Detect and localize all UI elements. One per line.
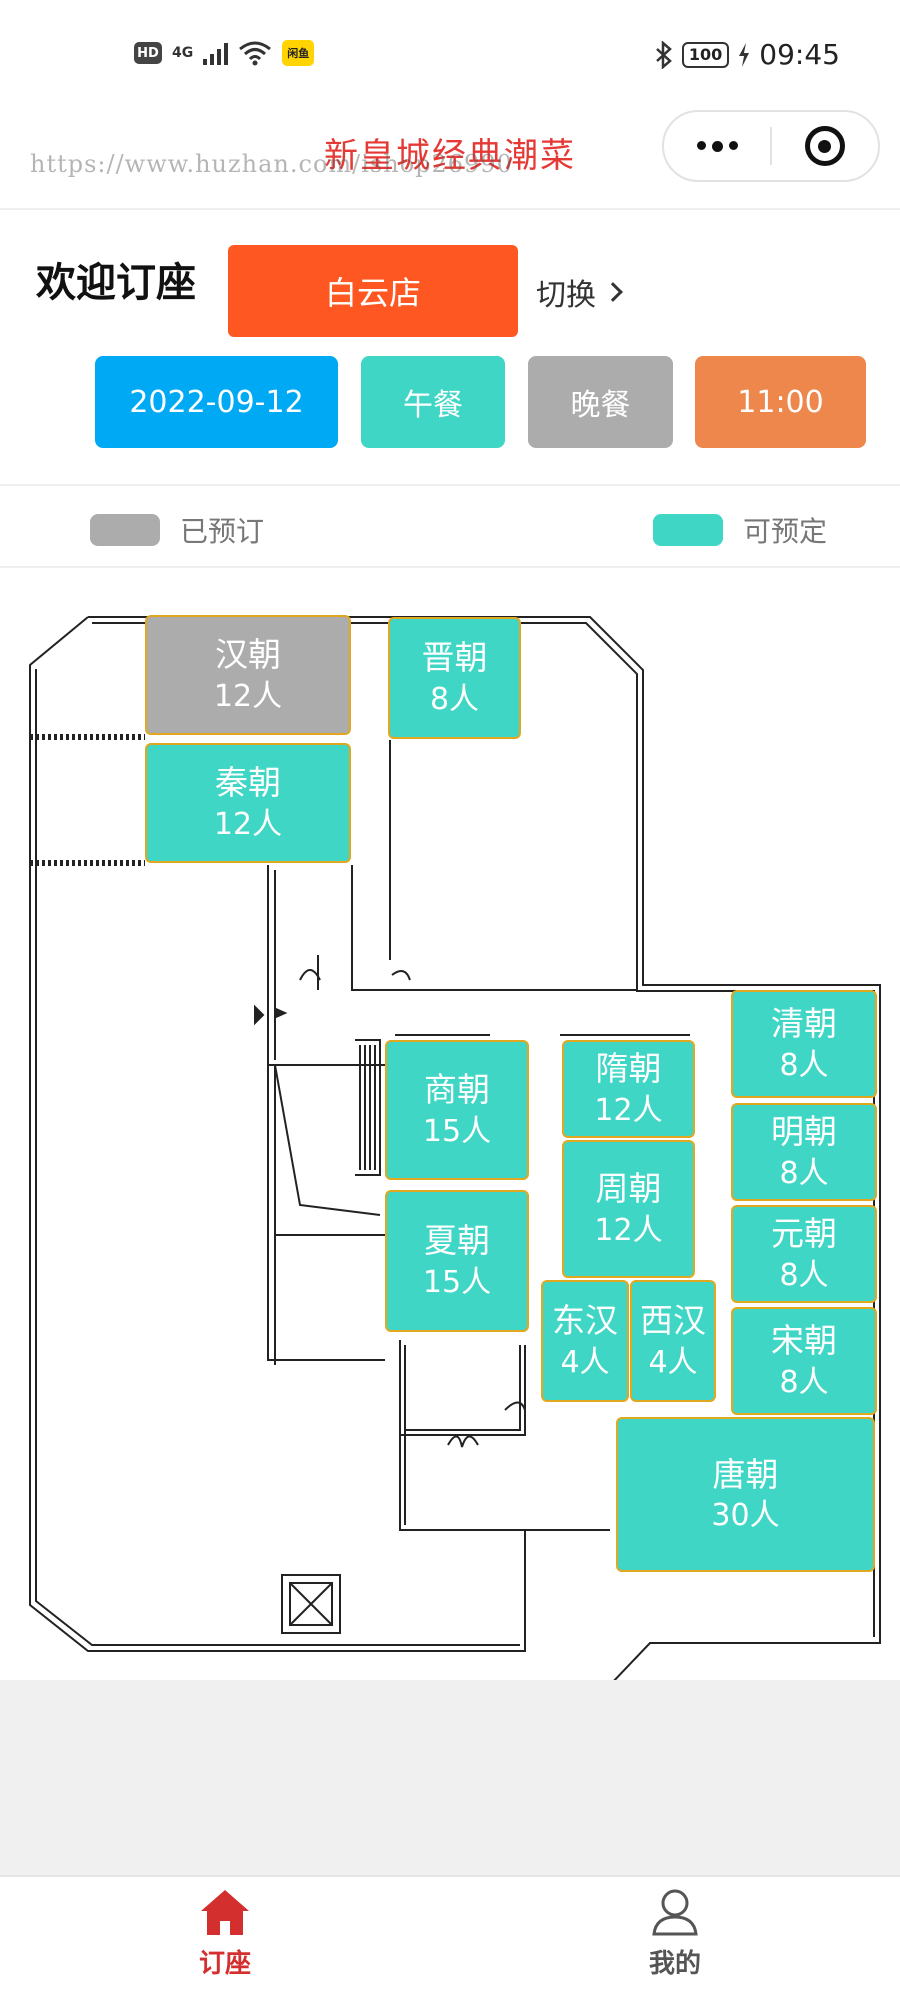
room-yuan[interactable]: 元朝 8人	[731, 1205, 877, 1303]
watermark-text: https://www.huzhan.com/ishop26990	[30, 150, 513, 178]
xianyu-app-icon: 闲鱼	[282, 40, 315, 66]
chevron-right-icon	[603, 282, 623, 302]
room-tang[interactable]: 唐朝 30人	[616, 1417, 875, 1572]
more-icon[interactable]	[664, 140, 770, 152]
room-qin[interactable]: 秦朝 12人	[145, 743, 351, 863]
close-miniprogram-button[interactable]	[772, 126, 878, 166]
room-name: 宋朝	[771, 1321, 837, 1361]
legend-available: 可预定	[653, 510, 827, 550]
room-xia[interactable]: 夏朝 15人	[385, 1190, 529, 1332]
room-zhou[interactable]: 周朝 12人	[562, 1140, 695, 1278]
status-left: HD 4G 闲鱼	[134, 40, 315, 66]
room-xihan[interactable]: 西汉 4人	[630, 1280, 716, 1402]
room-capacity: 12人	[213, 678, 283, 714]
legend-booked: 已预订	[90, 510, 264, 550]
room-capacity: 4人	[648, 1344, 698, 1380]
hd-badge: HD	[134, 42, 162, 64]
floor-plan: 汉朝 12人 晋朝 8人 秦朝 12人 清朝 8人 商朝 15人 隋朝 12人 …	[0, 595, 900, 1680]
room-capacity: 12人	[213, 806, 283, 842]
room-han[interactable]: 汉朝 12人	[145, 615, 351, 735]
room-name: 周朝	[595, 1169, 662, 1209]
target-icon	[804, 126, 845, 166]
dinner-button[interactable]: 晚餐	[528, 356, 673, 448]
room-capacity: 8人	[429, 681, 480, 717]
room-capacity: 8人	[779, 1155, 829, 1191]
room-name: 秦朝	[215, 763, 281, 803]
clock: 09:45	[759, 38, 840, 71]
legend-available-label: 可预定	[743, 515, 828, 548]
page-title: 新皇城经典潮菜	[324, 136, 576, 176]
room-name: 清朝	[771, 1004, 837, 1044]
room-capacity: 30人	[711, 1498, 780, 1534]
room-capacity: 12人	[594, 1092, 663, 1128]
user-icon	[652, 1889, 698, 1936]
tab-bar: 订座 我的	[0, 1875, 900, 2000]
room-name: 明朝	[771, 1112, 837, 1152]
booked-swatch	[90, 514, 160, 546]
tab-mine-label: 我的	[648, 1949, 701, 1979]
room-name: 商朝	[424, 1070, 490, 1110]
room-capacity: 12人	[594, 1212, 663, 1248]
nav-bar: 新皇城经典潮菜 https://www.huzhan.com/ishop2699…	[0, 110, 900, 210]
room-capacity: 15人	[422, 1113, 492, 1149]
room-name: 隋朝	[595, 1049, 662, 1089]
network-label: 4G	[172, 45, 194, 61]
room-capacity: 8人	[779, 1047, 829, 1083]
tab-mine[interactable]: 我的	[595, 1887, 755, 1980]
signal-icon	[203, 41, 229, 65]
charging-icon	[739, 42, 750, 67]
room-name: 晋朝	[421, 638, 488, 678]
switch-label: 切换	[536, 278, 596, 313]
room-name: 西汉	[640, 1301, 706, 1341]
home-icon	[201, 1890, 249, 1935]
store-button[interactable]: 白云店	[228, 245, 518, 337]
room-capacity: 4人	[560, 1344, 610, 1380]
status-right: 100 09:45	[654, 38, 840, 71]
room-name: 汉朝	[215, 635, 281, 675]
welcome-heading: 欢迎订座	[36, 260, 196, 306]
battery-icon: 100	[681, 41, 730, 68]
room-capacity: 15人	[422, 1264, 492, 1300]
room-name: 元朝	[771, 1214, 837, 1254]
room-sui[interactable]: 隋朝 12人	[562, 1040, 695, 1138]
legend-booked-label: 已预订	[180, 515, 265, 548]
room-ming[interactable]: 明朝 8人	[731, 1103, 877, 1201]
tab-order-label: 订座	[198, 1949, 251, 1979]
wifi-icon	[239, 41, 272, 66]
room-name: 东汉	[552, 1301, 618, 1341]
room-capacity: 8人	[779, 1257, 829, 1293]
tab-order[interactable]: 订座	[145, 1887, 305, 1980]
capsule-divider	[770, 127, 772, 165]
room-name: 唐朝	[712, 1454, 779, 1494]
bluetooth-icon	[656, 40, 672, 69]
date-picker-button[interactable]: 2022-09-12	[95, 356, 338, 448]
room-qing[interactable]: 清朝 8人	[731, 990, 877, 1098]
miniprogram-capsule	[662, 110, 880, 182]
available-swatch	[653, 514, 723, 546]
room-capacity: 8人	[779, 1364, 829, 1400]
room-donghan[interactable]: 东汉 4人	[541, 1280, 629, 1402]
time-picker-button[interactable]: 11:00	[695, 356, 866, 448]
room-name: 夏朝	[424, 1221, 490, 1261]
switch-store-link[interactable]: 切换	[536, 270, 623, 314]
lunch-button[interactable]: 午餐	[361, 356, 505, 448]
status-bar: HD 4G 闲鱼 100 09:45	[0, 0, 900, 110]
room-jin[interactable]: 晋朝 8人	[388, 617, 521, 739]
battery-level: 100	[688, 45, 723, 64]
content-bottom-padding	[0, 1680, 900, 1875]
room-song[interactable]: 宋朝 8人	[731, 1307, 877, 1415]
legend: 已预订 可预定	[0, 484, 900, 568]
room-shang[interactable]: 商朝 15人	[385, 1040, 529, 1180]
